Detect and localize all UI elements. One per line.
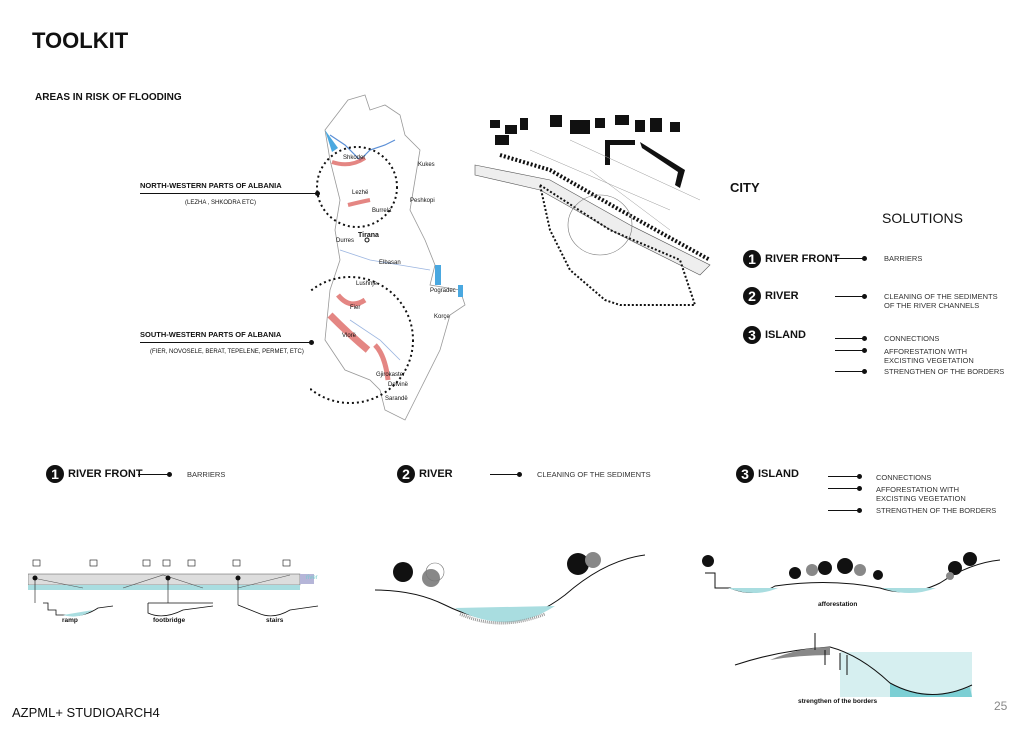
section-note: CONNECTIONS [876, 473, 932, 482]
sw-sub: (FIER, NOVOSELE, BERAT, TEPELENE, PERMET… [150, 349, 304, 355]
section-name: RIVER FRONT [68, 468, 143, 480]
page-title: TOOLKIT [32, 28, 129, 53]
city-label: Korçe [434, 314, 450, 320]
city-plan [474, 115, 711, 306]
city-heading: CITY [730, 180, 760, 195]
city-label: Sarandë [385, 396, 408, 402]
city-label: Kukes [418, 162, 435, 168]
solution-note: STRENGTHEN OF THE BORDERS [884, 367, 1005, 376]
nw-sub: (LEZHA , SHKODRA ETC) [185, 200, 257, 206]
page-number: 25 [994, 699, 1008, 713]
solution-2: 2 RIVER [743, 287, 799, 305]
number-badge: 2 [397, 465, 415, 483]
river-section-diagram [375, 552, 645, 625]
city-label: Lushnje [356, 281, 378, 287]
caption-afforestation: afforestation [818, 601, 858, 608]
city-label: Shkoder [343, 155, 366, 161]
solution-1: 1 RIVER FRONT [743, 250, 840, 268]
number-badge: 2 [743, 287, 761, 305]
section-note: BARRIERS [187, 470, 226, 479]
section-note: STRENGTHEN OF THE BORDERS [876, 506, 997, 515]
caption-strengthen: strengthen of the borders [798, 698, 878, 705]
city-label: Peshkopi [410, 198, 435, 204]
strengthen-borders-diagram [734, 633, 973, 697]
caption-footbridge: footbridge [153, 617, 186, 624]
river-front-diagram [28, 559, 319, 617]
city-label: Tirana [358, 232, 379, 239]
caption-ramp: ramp [62, 617, 78, 624]
solution-3: 3 ISLAND [743, 326, 806, 344]
section-name: RIVER [419, 468, 453, 480]
number-badge: 3 [743, 326, 761, 344]
nw-label: NORTH-WESTERN PARTS OF ALBANIA [140, 181, 282, 190]
sw-label: SOUTH-WESTERN PARTS OF ALBANIA [140, 330, 282, 339]
number-badge: 1 [46, 465, 64, 483]
city-label: Pogradec [430, 288, 456, 294]
city-label: Delvinë [388, 382, 409, 388]
city-label: Durres [336, 238, 355, 244]
caption-stairs: stairs [266, 617, 284, 624]
section-note: AFFORESTATION WITH EXCISTING VEGETATION [876, 485, 966, 503]
section-subtitle: AREAS IN RISK OF FLOODING [35, 92, 182, 103]
section-island: 3 ISLAND [736, 465, 799, 483]
solution-note: BARRIERS [884, 254, 923, 263]
solution-name: RIVER FRONT [765, 253, 840, 265]
section-note: CLEANING OF THE SEDIMENTS [537, 470, 651, 479]
solution-note: CLEANING OF THE SEDIMENTS OF THE RIVER C… [884, 292, 998, 310]
solution-note: CONNECTIONS [884, 334, 940, 343]
solution-note: AFFORESTATION WITH EXCISTING VEGETATION [884, 347, 974, 365]
solutions-title: SOLUTIONS [882, 210, 963, 226]
city-label: Gjirokaster [376, 372, 406, 378]
city-label: Lezhë [352, 190, 369, 196]
city-label: Vlorë [342, 333, 357, 339]
city-label: Fier [350, 305, 361, 311]
solution-name: RIVER [765, 290, 799, 302]
section-name: ISLAND [758, 468, 799, 480]
afforestation-diagram [702, 552, 1000, 593]
number-badge: 1 [743, 250, 761, 268]
city-label: Elbasan [379, 260, 401, 266]
albania-map [310, 94, 466, 421]
solution-name: ISLAND [765, 329, 806, 341]
number-badge: 3 [736, 465, 754, 483]
section-river-front: 1 RIVER FRONT [46, 465, 143, 483]
river-tag: river [306, 575, 318, 581]
studio-footer: AZPML+ STUDIOARCH4 [12, 705, 160, 720]
section-river: 2 RIVER [397, 465, 453, 483]
city-label: Burrela [372, 208, 392, 214]
